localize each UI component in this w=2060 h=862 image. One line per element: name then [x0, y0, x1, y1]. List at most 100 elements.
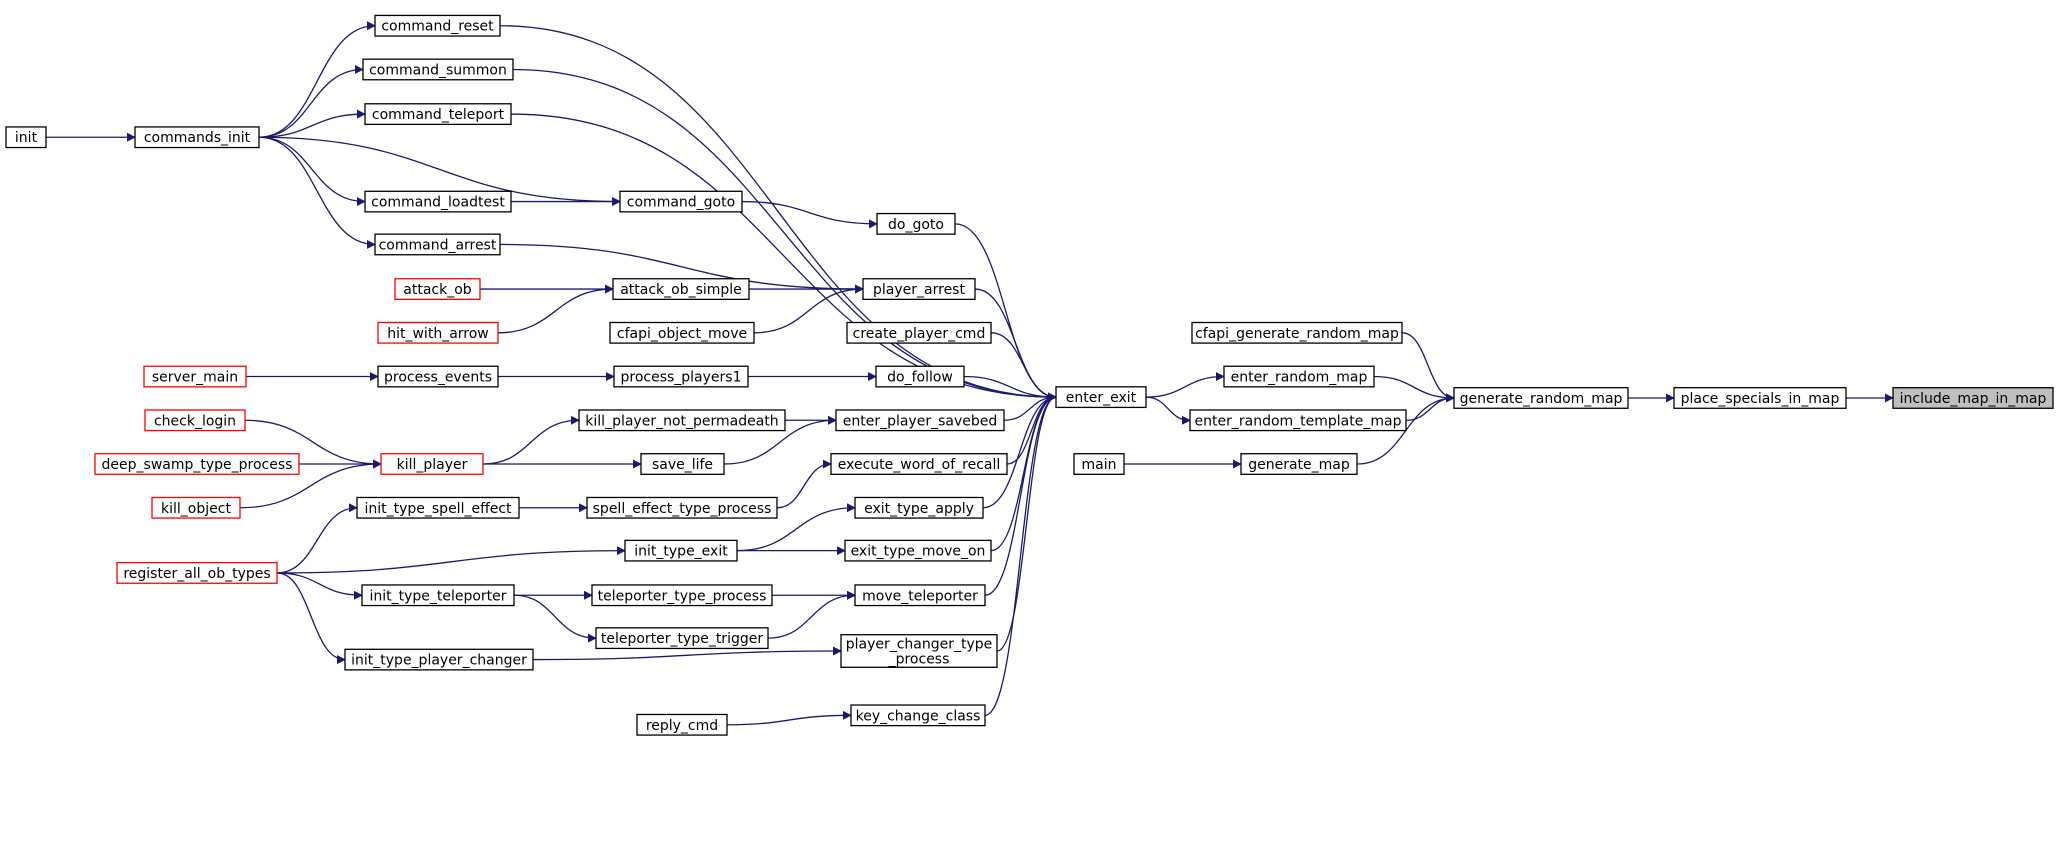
node-box [636, 713, 728, 736]
edge-kill_player-to-kill_player_not_permadeath [482, 415, 580, 465]
edge-register_all_ob_types-to-init_type_spell_effect [276, 503, 358, 574]
node-label: command_teleport [372, 107, 505, 123]
node-box [854, 584, 986, 607]
edge-hit_with_arrow-to-attack_ob_simple [497, 284, 614, 334]
node-label: attack_ob_simple [620, 282, 742, 298]
node-init-type-player-changer[interactable]: init_type_player_changer [344, 648, 534, 671]
edge-command_summon-to-enter_exit [512, 68, 1057, 402]
node-label: command_summon [369, 62, 507, 78]
node-enter-random-map[interactable]: enter_random_map [1223, 365, 1375, 388]
node-spell-effect-type-process[interactable]: spell_effect_type_process [586, 496, 778, 519]
node-init-type-teleporter[interactable]: init_type_teleporter [361, 584, 515, 607]
node-do-follow[interactable]: do_follow [875, 365, 965, 388]
edge-init_type_exit-to-exit_type_apply [736, 503, 856, 552]
node-deep-swamp-type-process[interactable]: deep_swamp_type_process [94, 453, 300, 475]
node-command-arrest[interactable]: command_arrest [374, 233, 501, 256]
node-label: place_specials_in_map [1681, 391, 1840, 407]
node-commands-init[interactable]: commands_init [134, 126, 260, 149]
node-box [116, 562, 278, 584]
node-main[interactable]: main [1073, 453, 1125, 475]
edge-commands_init-to-command_goto [258, 136, 621, 207]
node-box [94, 453, 300, 475]
node-execute-word-of-recall[interactable]: execute_word_of_recall [830, 453, 1008, 475]
node-cfapi-object-move[interactable]: cfapi_object_move [609, 321, 755, 344]
node-label: generate_map [1248, 457, 1350, 473]
node-box [835, 409, 1005, 432]
node-init[interactable]: init [5, 126, 47, 149]
node-box [586, 496, 778, 519]
node-box [1055, 386, 1147, 409]
edge-layer [45, 21, 1894, 726]
node-include-map-in-map[interactable]: include_map_in_map [1892, 387, 2054, 409]
node-move-teleporter[interactable]: move_teleporter [854, 584, 986, 607]
node-generate-map[interactable]: generate_map [1240, 453, 1358, 475]
node-init-type-exit[interactable]: init_type_exit [624, 539, 738, 562]
node-box [875, 365, 965, 388]
edge-register_all_ob_types-to-init_type_exit [276, 546, 626, 574]
edge-enter_random_template_map-to-generate_random_map [1405, 393, 1455, 421]
node-label: spell_effect_type_process [593, 501, 772, 517]
node-process-players1[interactable]: process_players1 [613, 365, 749, 388]
node-command-loadtest[interactable]: command_loadtest [364, 190, 512, 213]
node-enter-exit[interactable]: enter_exit [1055, 386, 1147, 409]
node-kill-object[interactable]: kill_object [151, 496, 241, 519]
edge-cfapi_object_move-to-player_arrest [753, 284, 864, 334]
node-attack-ob[interactable]: attack_ob [394, 278, 481, 300]
node-cfapi-generate-random-map[interactable]: cfapi_generate_random_map [1191, 321, 1403, 344]
node-reply-cmd[interactable]: reply_cmd [636, 713, 728, 736]
node-init-type-spell-effect[interactable]: init_type_spell_effect [356, 496, 520, 519]
node-box [624, 539, 738, 562]
node-command-goto[interactable]: command_goto [619, 190, 743, 213]
node-process-events[interactable]: process_events [377, 365, 499, 388]
node-label: exit_type_move_on [851, 544, 986, 560]
node-exit-type-move-on[interactable]: exit_type_move_on [844, 539, 992, 562]
edge-kill_object-to-kill_player [239, 459, 382, 509]
node-command-summon[interactable]: command_summon [362, 58, 514, 81]
node-box [380, 453, 484, 475]
node-place-specials-in-map[interactable]: place_specials_in_map [1673, 387, 1847, 409]
node-command-teleport[interactable]: command_teleport [364, 103, 512, 126]
node-label: command_goto [627, 195, 735, 211]
node-kill-player-not-permadeath[interactable]: kill_player_not_permadeath [578, 409, 786, 432]
node-attack-ob-simple[interactable]: attack_ob_simple [612, 278, 750, 300]
node-label: do_goto [888, 217, 944, 233]
node-box [134, 126, 260, 149]
node-kill-player[interactable]: kill_player [380, 453, 484, 475]
node-box [1189, 409, 1407, 432]
node-label: kill_object [161, 501, 231, 517]
node-save-life[interactable]: save_life [640, 453, 725, 475]
node-box [143, 365, 247, 388]
node-check-login[interactable]: check_login [144, 409, 246, 432]
node-exit-type-apply[interactable]: exit_type_apply [854, 496, 984, 519]
node-enter-random-template-map[interactable]: enter_random_template_map [1189, 409, 1407, 432]
node-do-goto[interactable]: do_goto [876, 212, 956, 235]
node-label: register_all_ob_types [123, 566, 270, 582]
node-teleporter-type-process[interactable]: teleporter_type_process [591, 584, 773, 607]
node-layer: init commands_init command_reset command_su… [5, 14, 2054, 736]
node-generate-random-map[interactable]: generate_random_map [1453, 387, 1629, 409]
node-label: cfapi_object_move [617, 326, 747, 342]
edge-command_teleport-to-enter_exit [510, 113, 1057, 402]
node-server-main[interactable]: server_main [143, 365, 247, 388]
node-key-change-class[interactable]: key_change_class [850, 704, 986, 727]
node-player-changer-type-process[interactable]: player_changer_type_process [840, 634, 998, 668]
node-box [846, 321, 992, 344]
node-label: execute_word_of_recall [838, 457, 1001, 473]
node-box [862, 278, 976, 300]
node-register-all-ob-types[interactable]: register_all_ob_types [116, 562, 278, 584]
node-player-arrest[interactable]: player_arrest [862, 278, 976, 300]
node-label: server_main [152, 370, 238, 386]
edge-cfapi_generate_random_map-to-generate_random_map [1401, 332, 1455, 403]
node-command-reset[interactable]: command_reset [374, 14, 501, 37]
node-label: init_type_teleporter [369, 588, 506, 604]
node-label: command_loadtest [371, 195, 505, 211]
node-teleporter-type-trigger[interactable]: teleporter_type_trigger [595, 627, 769, 650]
node-label: process_players1 [620, 370, 741, 386]
edge-do_follow-to-enter_exit [963, 375, 1057, 402]
node-enter-player-savebed[interactable]: enter_player_savebed [835, 409, 1005, 432]
edge-commands_init-to-command_arrest [258, 136, 376, 249]
node-hit-with-arrow[interactable]: hit_with_arrow [377, 321, 499, 344]
node-box [362, 58, 514, 81]
node-create-player-cmd[interactable]: create_player_cmd [846, 321, 992, 344]
